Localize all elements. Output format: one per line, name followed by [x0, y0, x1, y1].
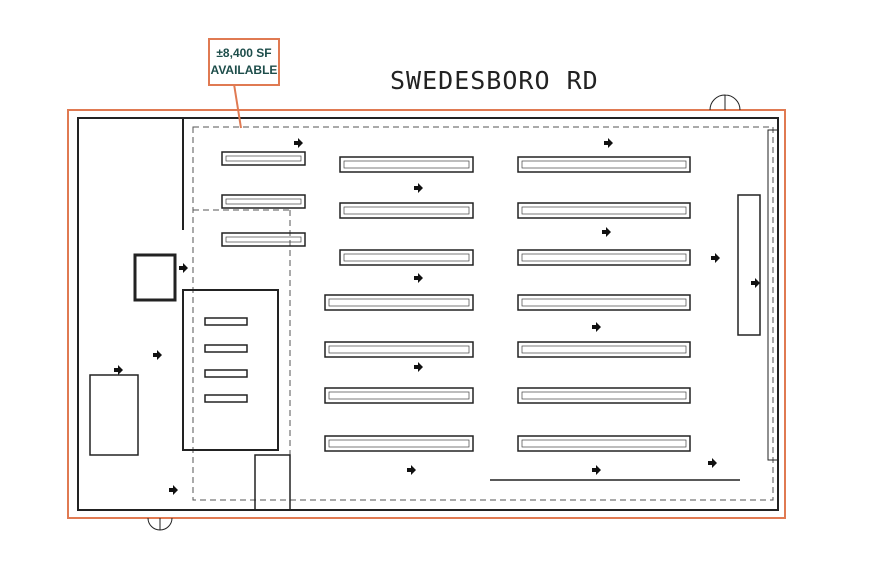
arrow-icon — [602, 227, 611, 237]
stair-core — [133, 253, 177, 302]
shelf-gondola — [339, 156, 474, 173]
arrow-icon — [414, 362, 423, 372]
shelf-inner — [521, 439, 687, 448]
arrow-icon — [592, 465, 601, 475]
shelf-gondola — [324, 387, 474, 404]
arrow-icon — [592, 322, 601, 332]
shelf-gondola — [517, 249, 691, 266]
shelf-inner — [343, 206, 470, 215]
shelf-gondola — [204, 317, 248, 326]
arrow-icon — [751, 278, 760, 288]
shelf-gondola — [221, 232, 306, 247]
arrow-icon — [153, 350, 162, 360]
shelf-gondola — [339, 202, 474, 219]
shelf-gondola — [324, 294, 474, 311]
shelf-inner — [521, 160, 687, 169]
service-counter — [737, 194, 761, 336]
back-room — [182, 289, 279, 451]
shelf-inner — [328, 439, 470, 448]
available-callout: ±8,400 SF AVAILABLE — [208, 38, 280, 86]
shelf-gondola — [517, 202, 691, 219]
arrow-icon — [711, 253, 720, 263]
shelf-gondola — [517, 387, 691, 404]
shelf-gondola — [221, 151, 306, 166]
shelf-gondola — [204, 344, 248, 353]
shelf-inner — [225, 198, 302, 205]
office — [254, 454, 291, 511]
shelf-inner — [521, 345, 687, 354]
arrow-icon — [414, 183, 423, 193]
property-line — [67, 109, 786, 519]
shelf-gondola — [339, 249, 474, 266]
shelf-gondola — [204, 394, 248, 403]
arrow-group — [114, 138, 760, 495]
shelf-inner — [521, 298, 687, 307]
callout-status: AVAILABLE — [210, 63, 278, 77]
shelf-gondola — [324, 435, 474, 452]
arrow-icon — [407, 465, 416, 475]
shelf-gondola — [204, 369, 248, 378]
arrow-icon — [169, 485, 178, 495]
shelf-gondola — [324, 341, 474, 358]
shelf-inner — [521, 253, 687, 262]
road-label: SWEDESBORO RD — [390, 66, 599, 95]
available-space-boundary — [192, 126, 774, 501]
shelf-inner — [328, 391, 470, 400]
shelf-inner — [521, 391, 687, 400]
restroom — [89, 374, 139, 456]
shelf-inner — [343, 160, 470, 169]
shelf-inner — [225, 236, 302, 243]
arrow-icon — [294, 138, 303, 148]
shelf-inner — [225, 155, 302, 162]
shelf-inner — [328, 298, 470, 307]
callout-leader — [233, 83, 242, 129]
shelf-gondola — [517, 294, 691, 311]
arrow-icon — [114, 365, 123, 375]
shelf-inner — [343, 253, 470, 262]
shelf-gondola — [517, 341, 691, 358]
rear-door — [147, 517, 173, 531]
shelf-gondola — [221, 194, 306, 209]
arrow-icon — [604, 138, 613, 148]
arrow-icon — [414, 273, 423, 283]
arrow-icon — [708, 458, 717, 468]
shelf-gondola — [517, 156, 691, 173]
entry-door — [709, 94, 741, 111]
arrow-icon — [179, 263, 188, 273]
callout-area: ±8,400 SF — [216, 46, 272, 60]
shelf-inner — [521, 206, 687, 215]
building-shell — [67, 83, 786, 531]
shelf-inner — [328, 345, 470, 354]
shelving-group — [204, 151, 691, 452]
wall-cooler — [767, 129, 779, 461]
shelf-gondola — [517, 435, 691, 452]
